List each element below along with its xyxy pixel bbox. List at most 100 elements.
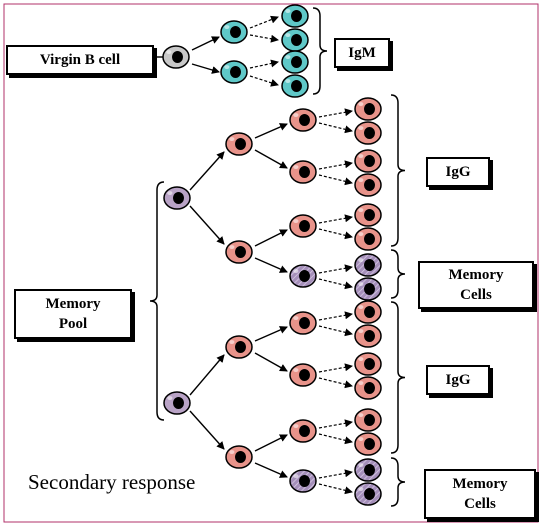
lower-l3-cell-3 xyxy=(354,352,382,376)
virgin-b-cell-text: Virgin B cell xyxy=(39,52,121,68)
lower-l3-cell-7 xyxy=(354,458,382,482)
igm-leaf-cell-2 xyxy=(281,28,309,52)
memory-cells-top-label: Memory Cells xyxy=(418,261,534,309)
upper-l1-upper xyxy=(225,132,253,156)
upper-l2-cell-4 xyxy=(289,264,317,288)
arrow-lower-l3-3 xyxy=(318,363,353,373)
lower-l3-cell-6 xyxy=(354,432,382,456)
arrow-lower-root-up xyxy=(189,354,225,396)
arrow-lower-l3-4 xyxy=(318,377,353,389)
lower-l3-cell-4 xyxy=(354,376,382,400)
upper-l3-cell-8 xyxy=(354,277,382,301)
igg-bottom-brace xyxy=(390,301,406,454)
upper-l2-cell-3 xyxy=(289,214,317,238)
igm-label: IgM xyxy=(334,38,390,68)
memory-cells-top-brace xyxy=(390,249,406,299)
lower-l2-cell-2 xyxy=(289,363,317,387)
igg-bottom-text: IgG xyxy=(445,372,471,388)
igm-text: IgM xyxy=(348,45,376,61)
arrow-lower-l3-6 xyxy=(318,433,353,445)
arrow-upper-l3-1 xyxy=(318,108,353,118)
arrow-lower-l3-2 xyxy=(318,325,353,337)
igm-cell-1 xyxy=(220,20,248,44)
arrow-upper-l3-5 xyxy=(318,214,353,224)
upper-l3-cell-5 xyxy=(354,203,382,227)
upper-l2-cell-2 xyxy=(289,160,317,184)
lower-l3-cell-5 xyxy=(354,408,382,432)
secondary-response-caption: Secondary response xyxy=(28,470,195,495)
igm-leaf-cell-1 xyxy=(281,4,309,28)
page-frame xyxy=(3,3,539,523)
igg-top-label: IgG xyxy=(426,157,490,187)
memory-cells-bottom-label: Memory Cells xyxy=(424,469,536,519)
arrow-upper-l3-4 xyxy=(318,174,353,186)
arrow-igm-1a xyxy=(249,15,279,29)
upper-l3-cell-2 xyxy=(354,121,382,145)
memory-cells-bottom-brace xyxy=(390,457,406,507)
secondary-response-text: Secondary response xyxy=(28,470,196,494)
arrow-upper-l3-6 xyxy=(318,228,353,240)
arrow-lower-l3-1 xyxy=(318,311,353,321)
arrows-layer xyxy=(154,15,353,495)
arrow-lower-l2-2 xyxy=(254,352,288,372)
arrow-virgin-to-igm-1 xyxy=(191,36,220,51)
upper-l3-cell-4 xyxy=(354,173,382,197)
arrow-lower-l2-1 xyxy=(254,326,288,342)
virgin-b-cell-icon xyxy=(162,45,190,69)
virgin-b-cell-label: Virgin B cell xyxy=(6,45,154,75)
cells-layer xyxy=(162,4,382,506)
memory-pool-cell-lower xyxy=(163,391,191,415)
memory-pool-label: Memory Pool xyxy=(14,289,132,339)
lower-l1-upper xyxy=(225,335,253,359)
lower-l1-lower xyxy=(225,445,253,469)
igg-bottom-label: IgG xyxy=(426,365,490,395)
arrow-upper-root-down xyxy=(189,205,225,245)
upper-l2-cell-1 xyxy=(289,108,317,132)
upper-l3-cell-7 xyxy=(354,253,382,277)
memory-cells-bottom-line1: Memory xyxy=(452,476,508,492)
arrow-lower-l3-8 xyxy=(318,483,353,495)
memory-pool-cell-upper xyxy=(163,186,191,210)
memory-cells-top-line2: Cells xyxy=(460,287,492,303)
arrow-igm-2b xyxy=(249,75,279,87)
memory-cells-top-line1: Memory xyxy=(448,267,504,283)
arrow-igm-2a xyxy=(249,59,279,69)
igg-top-text: IgG xyxy=(445,164,471,180)
igg-top-brace xyxy=(390,94,406,247)
memory-pool-line1: Memory xyxy=(45,296,101,312)
lower-l2-cell-3 xyxy=(289,419,317,443)
igm-brace xyxy=(312,7,328,95)
igm-leaf-cell-4 xyxy=(281,74,309,98)
upper-l3-cell-6 xyxy=(354,227,382,251)
arrow-igm-1b xyxy=(249,34,279,43)
memory-pool-line2: Pool xyxy=(58,316,88,332)
lower-l3-cell-8 xyxy=(354,482,382,506)
arrow-upper-l3-3 xyxy=(318,160,353,170)
arrow-upper-l3-8 xyxy=(318,278,353,290)
arrow-lower-l2-4 xyxy=(254,462,288,478)
lower-l2-cell-1 xyxy=(289,311,317,335)
arrow-upper-l2-3 xyxy=(254,229,288,247)
upper-l1-lower xyxy=(225,240,253,264)
upper-l3-cell-3 xyxy=(354,149,382,173)
arrow-upper-l3-7 xyxy=(318,264,353,274)
memory-cells-bottom-line2: Cells xyxy=(464,496,496,512)
lower-l2-cell-4 xyxy=(289,469,317,493)
upper-l3-cell-1 xyxy=(354,97,382,121)
arrow-lower-root-down xyxy=(189,410,225,450)
arrow-lower-l3-5 xyxy=(318,419,353,429)
lower-l3-cell-2 xyxy=(354,324,382,348)
braces-layer xyxy=(149,7,406,507)
arrow-lower-l3-7 xyxy=(318,469,353,479)
arrow-lower-l2-3 xyxy=(254,434,288,452)
lower-l3-cell-1 xyxy=(354,300,382,324)
arrow-upper-l2-2 xyxy=(254,149,288,169)
arrow-virgin-to-igm-2 xyxy=(191,63,220,74)
igm-cell-2 xyxy=(220,60,248,84)
arrow-upper-l3-2 xyxy=(318,122,353,134)
arrow-upper-l2-4 xyxy=(254,257,288,273)
arrow-upper-root-up xyxy=(189,151,225,191)
arrow-upper-l2-1 xyxy=(254,123,288,139)
memory-pool-brace xyxy=(149,181,165,421)
